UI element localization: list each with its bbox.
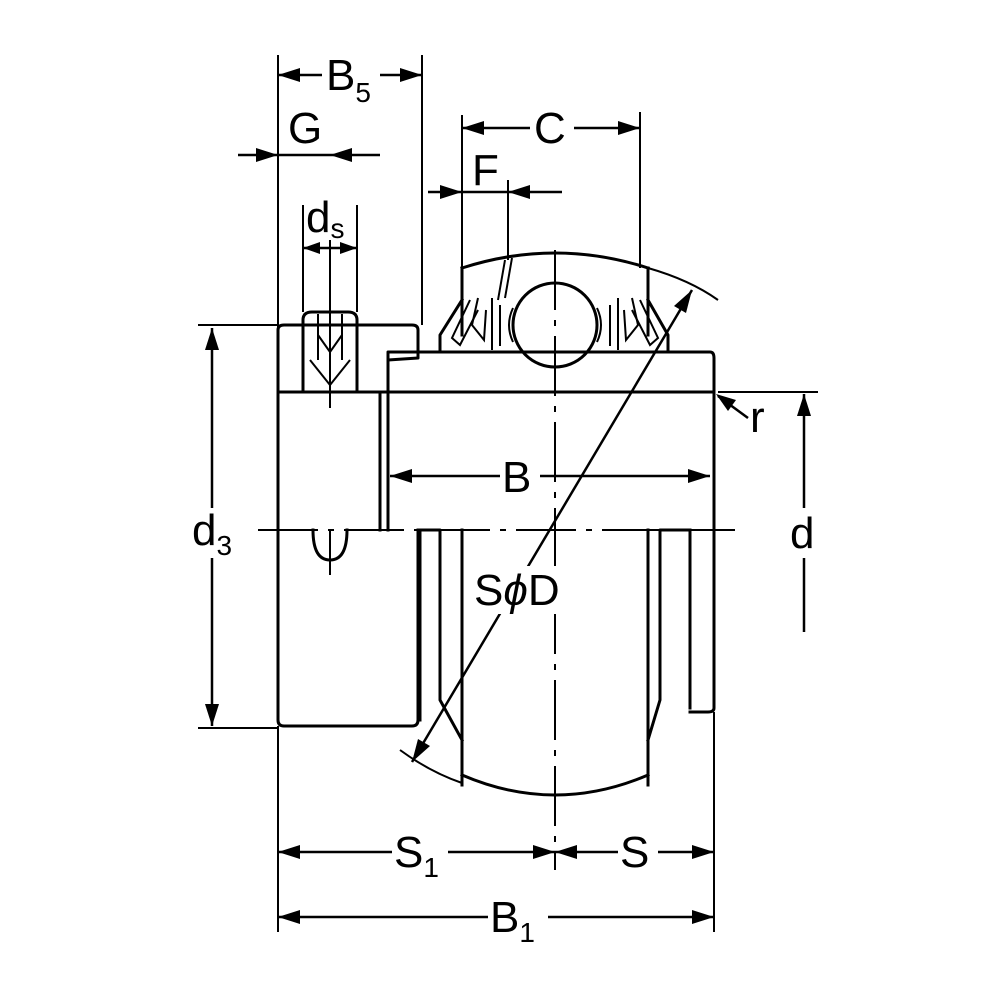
cage-left [508, 307, 514, 343]
label-g: G [288, 104, 322, 153]
lubrication-groove-1 [497, 259, 506, 301]
seal-right-outer [645, 297, 670, 354]
label-b: B [502, 453, 531, 502]
seal-left-outer [438, 297, 465, 354]
label-b1: B1 [490, 893, 535, 948]
sphere-arc-bottom [399, 749, 463, 784]
label-s-bg [618, 830, 658, 878]
label-r: r [750, 393, 765, 442]
label-c-bg [530, 105, 574, 151]
cage-right [596, 307, 602, 343]
label-f: F [472, 146, 499, 195]
label-c: C [534, 104, 566, 153]
arrow-sphid-bottom [412, 739, 430, 762]
dim-sphid [410, 289, 694, 763]
collar-body [276, 390, 420, 728]
arrow-s-right [692, 845, 714, 859]
label-sphid-bg [472, 566, 578, 614]
arrow-d3-bottom [205, 704, 219, 726]
arrow-f-right [508, 185, 530, 199]
label-s: S [620, 828, 649, 877]
arrow-g-left [256, 148, 278, 162]
arrow-g-right [330, 148, 352, 162]
label-b-bg [500, 455, 540, 501]
arrow-s1-left [278, 845, 300, 859]
label-s1: S1 [394, 828, 439, 883]
label-b1-bg [488, 896, 548, 946]
arrow-c-left [462, 121, 484, 135]
arrow-sphid-top [674, 290, 692, 313]
label-d-bg [786, 508, 822, 558]
label-d: d [790, 509, 814, 558]
arrow-b-left [390, 469, 412, 483]
arrow-d3-top [205, 328, 219, 350]
label-d3: d3 [192, 506, 232, 561]
seal-right-inner [631, 299, 660, 347]
arrow-b1-left [278, 910, 300, 924]
seal-left-lip [470, 297, 487, 343]
arrow-ds-right [340, 242, 357, 254]
lubrication-groove-2 [504, 257, 513, 299]
lower-left-chamfer [418, 528, 465, 743]
seal-left-inner [450, 299, 479, 347]
label-d3-bg [188, 508, 242, 558]
arrow-r [716, 394, 736, 411]
label-s1-bg [392, 830, 448, 878]
label-b5-bg [322, 52, 380, 102]
arrow-ds-left [303, 242, 320, 254]
arrow-s1-right [533, 845, 555, 859]
collar-left [276, 323, 420, 394]
inner-ring-upper [386, 350, 716, 394]
arrow-c-right [618, 121, 640, 135]
arrow-b1-right [692, 910, 714, 924]
arrow-d-top [797, 394, 811, 416]
arrow-s-left [555, 845, 577, 859]
sphere-arc-top [647, 267, 719, 301]
inner-ring-lower [688, 528, 716, 714]
arrow-b5-left [278, 68, 300, 82]
label-sphid: SϕD [474, 566, 560, 615]
label-ds: ds [306, 193, 344, 244]
arrow-b5-right [400, 68, 422, 82]
arrow-f-left [440, 185, 462, 199]
label-b5: B5 [326, 51, 371, 108]
arrow-b-right [688, 469, 710, 483]
seal-right-lip [623, 297, 640, 343]
lower-right-chamfer [646, 528, 692, 742]
